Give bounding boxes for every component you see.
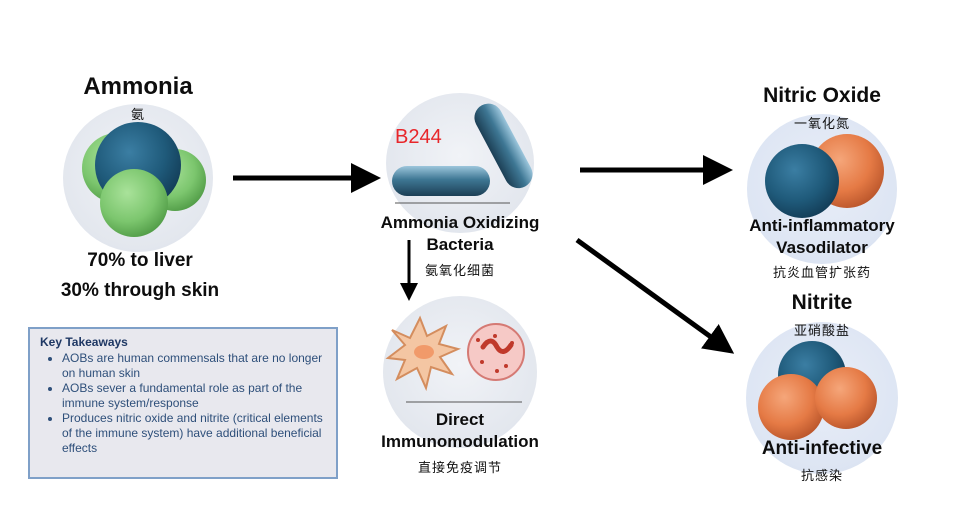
key-takeaway-item: Produces nitric oxide and nitrite (criti…	[62, 411, 326, 456]
key-takeaways-heading: Key Takeaways	[40, 335, 128, 349]
key-takeaway-item: AOBs sever a fundamental role as part of…	[62, 381, 326, 411]
ammonia-title: Ammonia	[83, 73, 193, 100]
key-takeaways-list: AOBs are human commensals that are no lo…	[40, 351, 326, 456]
immune-cells-icon	[385, 315, 525, 403]
strain-label: B244	[395, 126, 442, 148]
nitrite-title: Nitrite	[791, 291, 853, 314]
ammonia-molecule-icon	[82, 122, 206, 237]
nitric-oxide-effect-line2: Vasodilator	[776, 238, 868, 257]
nitric-oxide-title: Nitric Oxide	[763, 84, 881, 107]
nitrite-effect-chinese: 抗感染	[800, 469, 843, 484]
nitric-oxide-effect-line1: Anti-inflammatory	[749, 216, 895, 235]
ammonia-chinese: 氨	[130, 108, 145, 123]
key-takeaways-box: Key Takeaways AOBs are human commensals …	[28, 327, 338, 479]
ammonia-skin-text: 30% through skin	[60, 280, 220, 301]
ammonia-liver-text: 70% to liver	[87, 250, 193, 271]
rod-bacteria-icon	[392, 103, 533, 204]
bacteria-chinese: 氨氧化细菌	[424, 264, 495, 279]
nitric-oxide-molecule-icon	[765, 134, 884, 218]
immuno-title-line2: Immunomodulation	[381, 432, 539, 451]
immuno-chinese: 直接免疫调节	[417, 461, 502, 476]
immuno-title-line1: Direct	[435, 410, 485, 429]
nitrite-effect: Anti-infective	[761, 438, 883, 459]
key-takeaway-item: AOBs are human commensals that are no lo…	[62, 351, 326, 381]
bacteria-title-line2: Bacteria	[426, 235, 494, 254]
nitric-oxide-chinese: 一氧化氮	[793, 117, 850, 132]
arrow-bacteria-to-nitrite	[575, 237, 735, 354]
bacteria-title-line1: Ammonia Oxidizing	[380, 213, 540, 232]
nitric-oxide-effect-chinese: 抗炎血管扩张药	[772, 266, 871, 281]
nitrite-molecule-icon	[758, 341, 877, 440]
nitrite-chinese: 亚硝酸盐	[793, 324, 850, 339]
